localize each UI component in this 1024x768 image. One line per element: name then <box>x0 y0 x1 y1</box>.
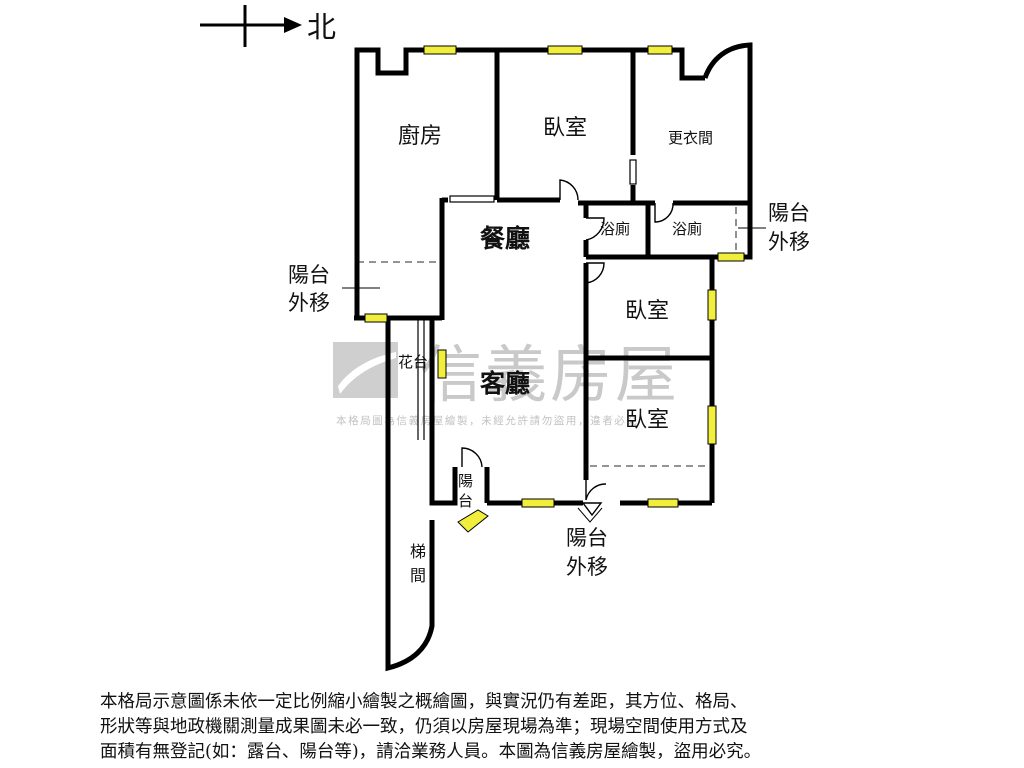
wall-top <box>497 47 705 81</box>
watermark-logo-icon <box>333 342 398 398</box>
room-dining: 餐廳 <box>480 224 530 253</box>
window-bedroom-low <box>707 405 717 445</box>
room-bedroom-low: 臥室 <box>625 408 669 433</box>
room-stairs-2: 間 <box>410 566 426 585</box>
window-planter <box>437 349 447 379</box>
kitchen-slider <box>449 195 495 203</box>
room-bath-left: 浴廁 <box>600 220 630 238</box>
room-stairs-1: 梯 <box>410 542 426 561</box>
closet-slider <box>629 159 637 185</box>
wall-right-upper <box>712 205 753 260</box>
compass: 北 <box>200 5 336 47</box>
window-bedroom-top <box>547 45 583 55</box>
doors[interactable] <box>461 179 674 517</box>
disclaimer-line-1: 本格局示意圖係未依一定比例縮小繪製之概繪圖，與實況仍有差距，其方位、格局、 <box>100 692 748 712</box>
note-right-line1: 陽台 <box>768 201 810 225</box>
room-living: 客廳 <box>480 369 530 398</box>
note-bottom-line2: 外移 <box>566 555 608 579</box>
room-bedroom-top: 臥室 <box>543 116 587 141</box>
room-small-balcony-1: 陽 <box>458 472 473 490</box>
wall-top-left <box>354 47 500 318</box>
window-kitchen-bottom <box>364 313 388 323</box>
window-bath-right <box>717 252 745 262</box>
note-bottom-leader <box>577 507 603 523</box>
room-kitchen: 廚房 <box>398 124 442 149</box>
watermark-caption: 本格局圖為信義房屋繪製，未經允許請勿盜用，違者必究 <box>336 414 639 427</box>
windows <box>364 45 745 533</box>
thin-lines <box>417 159 637 440</box>
note-left-line1: 陽台 <box>288 263 330 287</box>
window-small-balcony <box>457 509 489 533</box>
wall-top-right-arc <box>702 42 753 205</box>
room-bath-right: 浴廁 <box>672 220 702 238</box>
note-left-line2: 外移 <box>288 291 330 315</box>
room-small-balcony-2: 台 <box>458 492 473 510</box>
disclaimer-line-2: 形狀等與地政機關測量成果圖未必一致，仍須以房屋現場為準；現場空間使用方式及 <box>100 717 748 737</box>
door-bedroom-low[interactable] <box>585 480 607 501</box>
room-bedroom-mid: 臥室 <box>625 299 669 324</box>
disclaimer-line-3: 面積有無登記(如：露台、陽台等)，請洽業務人員。本圖為信義房屋繪製，盜用必究。 <box>100 742 762 762</box>
watermark-brand: 信義房屋 <box>420 338 680 411</box>
door-small-balcony[interactable] <box>461 447 483 468</box>
door-bath-left[interactable] <box>585 217 605 241</box>
note-bottom-line1: 陽台 <box>566 526 608 550</box>
room-closet: 更衣間 <box>668 129 713 147</box>
door-main-entry[interactable] <box>581 502 603 517</box>
compass-north-label: 北 <box>307 10 336 44</box>
wall-stairs <box>385 318 435 672</box>
balcony-dashes <box>357 207 737 467</box>
disclaimer: 本格局示意圖係未依一定比例縮小繪製之概繪圖，與實況仍有差距，其方位、格局、 形狀… <box>100 690 920 765</box>
window-bedroom-bottom <box>647 498 679 508</box>
room-labels: 廚房 臥室 更衣間 浴廁 浴廁 餐廳 客廳 臥室 臥室 花台 梯 間 陽 台 <box>398 116 713 585</box>
window-bedroom-mid <box>707 289 717 321</box>
door-dining-bedroom[interactable] <box>559 179 579 201</box>
compass-arrow-icon <box>284 17 302 33</box>
note-right-line2: 外移 <box>768 230 810 254</box>
window-closet-top <box>647 45 673 55</box>
door-bedroom-mid[interactable] <box>585 262 605 284</box>
window-kitchen-top <box>423 45 457 55</box>
room-planter: 花台 <box>398 353 428 371</box>
watermark: 信義房屋 本格局圖為信義房屋繪製，未經允許請勿盜用，違者必究 <box>333 338 680 427</box>
door-bath-right[interactable] <box>654 202 674 223</box>
notes: 陽台 外移 陽台 外移 陽台 外移 <box>288 201 810 579</box>
window-living-bottom <box>521 498 555 508</box>
wall-small-balcony <box>429 440 458 506</box>
